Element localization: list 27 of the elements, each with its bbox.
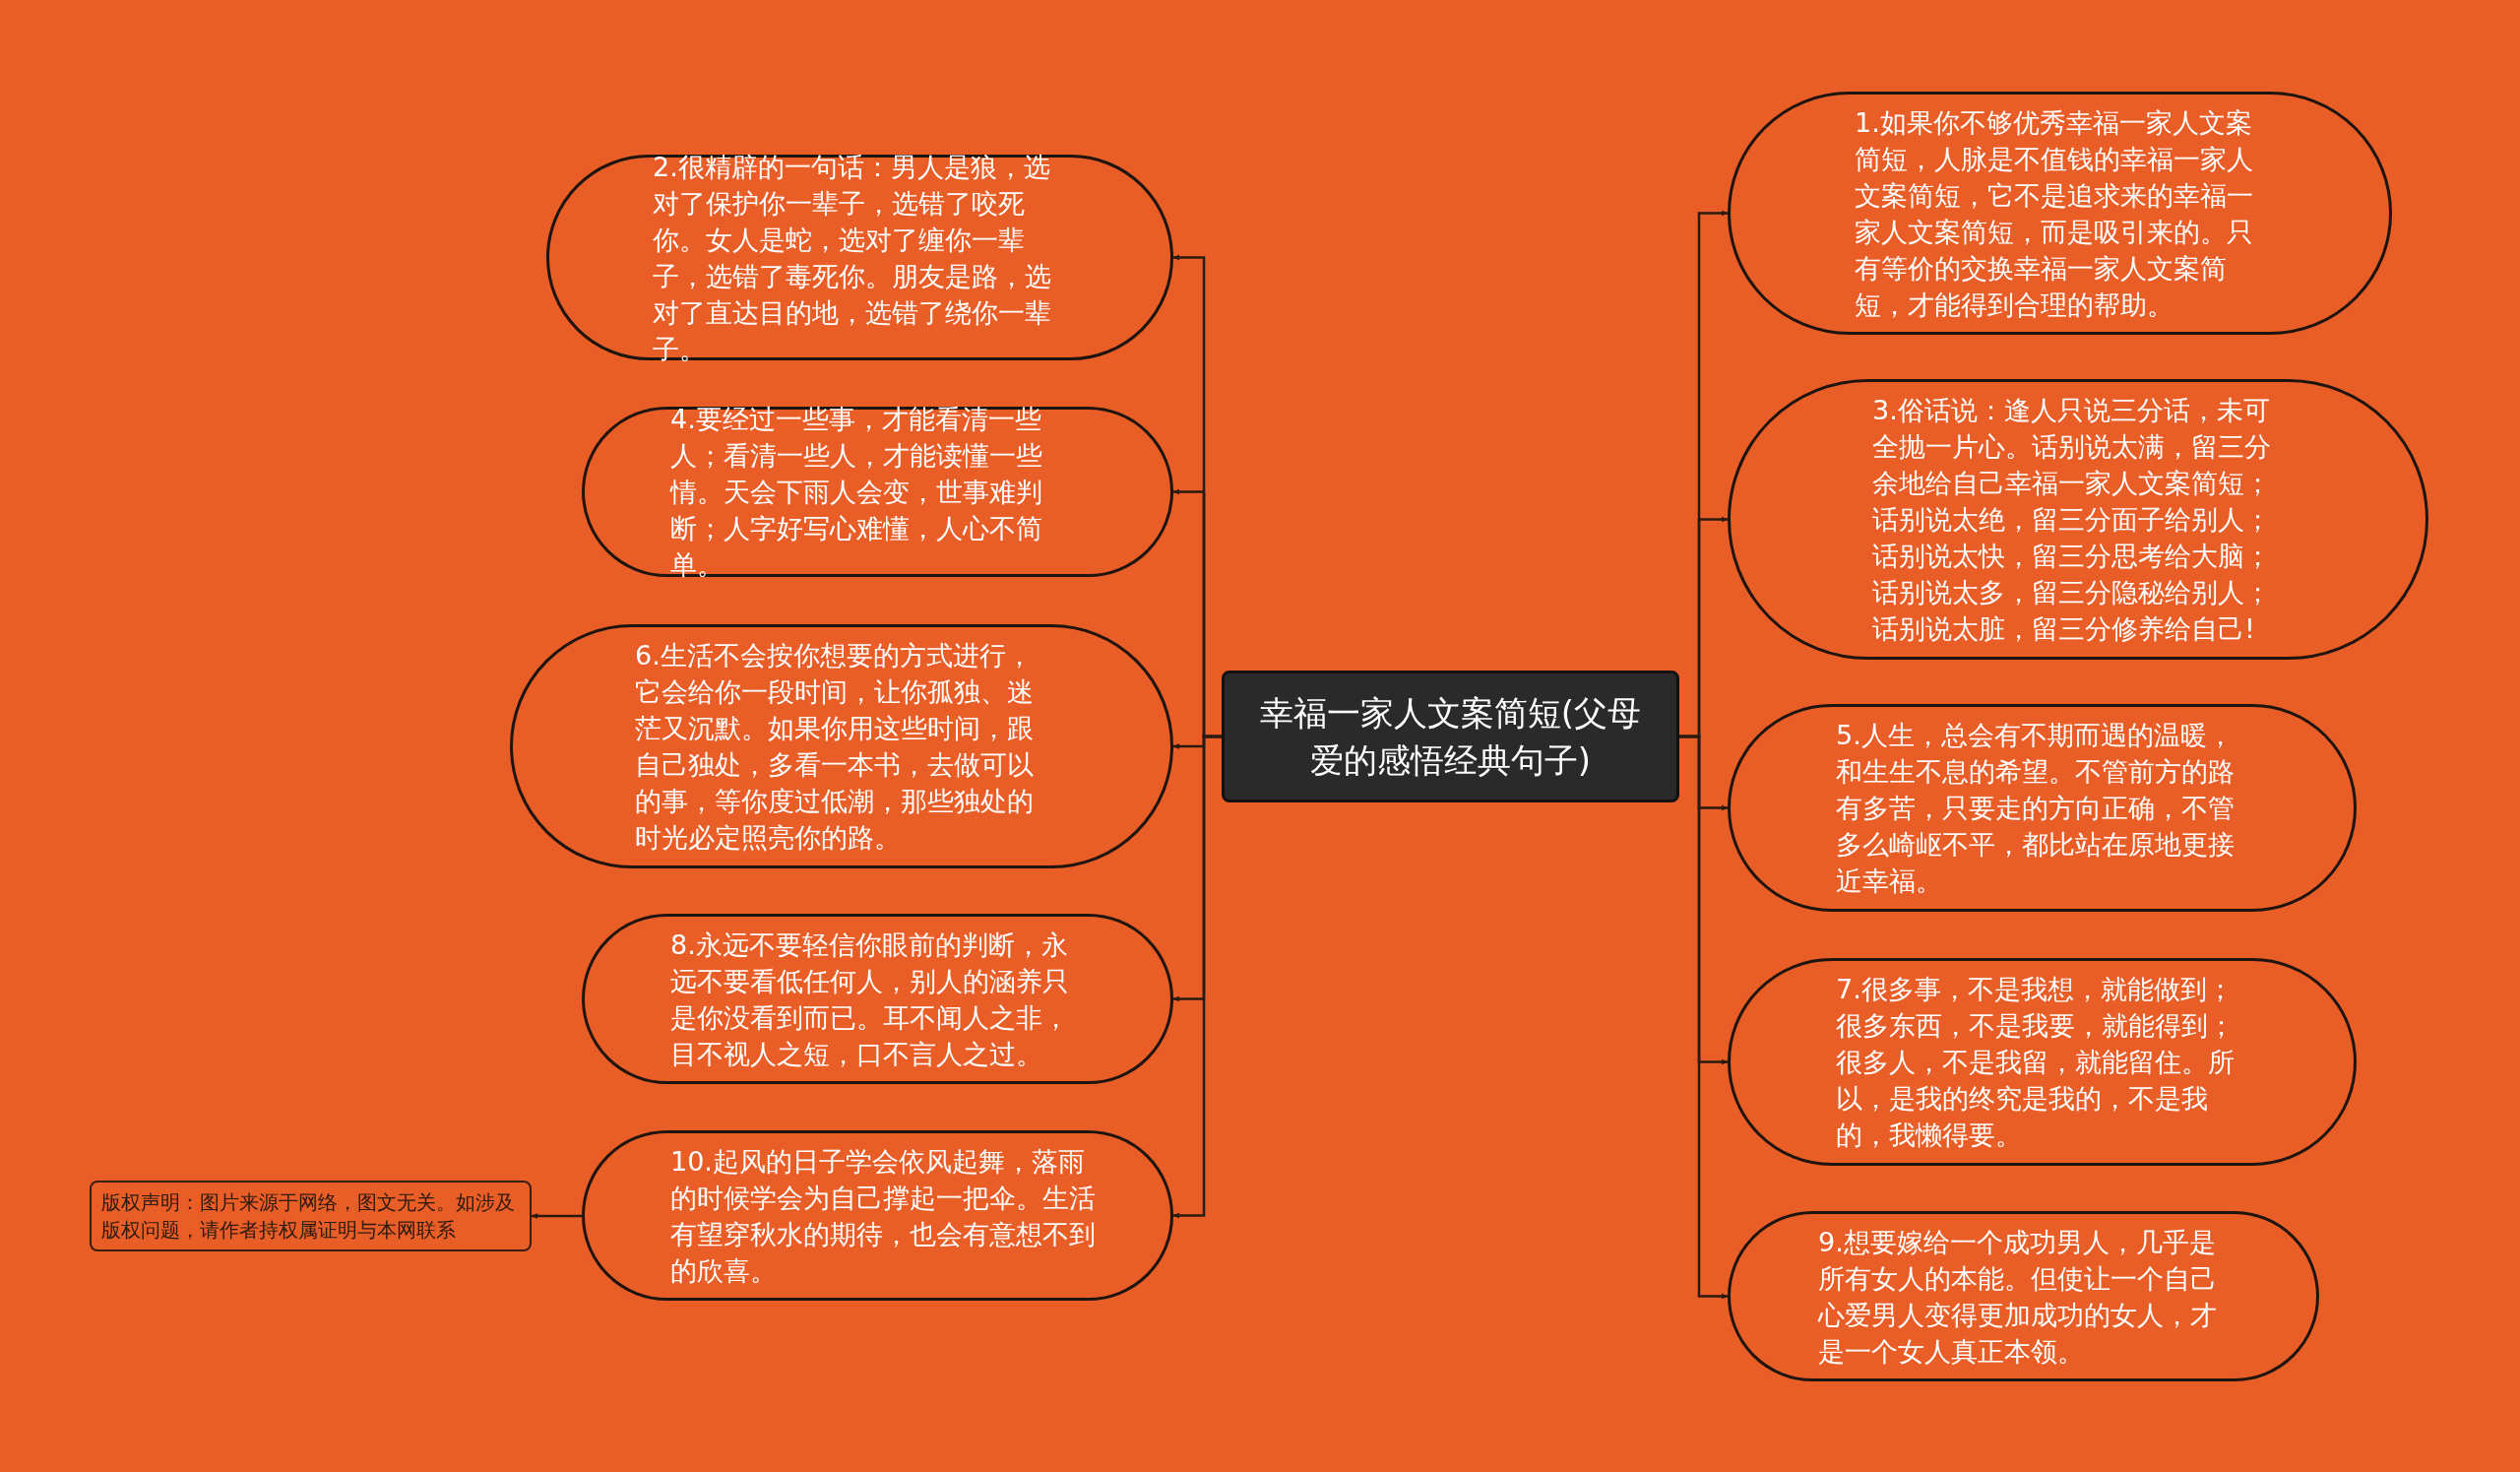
connector-arrow [1679, 735, 1729, 1300]
copyright-note-box [90, 1181, 532, 1251]
quote-text: 8.永远不要轻信你眼前的判断，永远不要看低任何人，别人的涵养只是你没看到而已。耳不闻人之非，目不视人之短，口不言人之过。 [670, 928, 1070, 1071]
quote-bubble [582, 914, 1173, 1084]
connector-arrow [531, 1213, 582, 1219]
quote-bubble [510, 624, 1173, 868]
quote-text: 10.起风的日子学会依风起舞，落雨的时候学会为自己撑起一把伞。生活有望穿秋水的期待，也会有意想不到的欣喜。 [670, 1144, 1097, 1288]
quote-bubble [582, 407, 1173, 577]
quote-text: 6.生活不会按你想要的方式进行，它会给你一段时间，让你孤独、迷茫又沉默。如果你用这些时间，跟自己独处，多看一本书，去做可以的事，等你度过低潮，那些独处的时光必定照亮你的路。 [635, 639, 1035, 855]
central-topic-box [1222, 671, 1679, 802]
connector-arrow [1172, 735, 1222, 1219]
quote-text: 5.人生，总会有不期而遇的温暖，和生生不息的希望。不管前方的路有多苦，只要走的方向正确，不管多么崎岖不平，都比站在原地更接近幸福。 [1836, 719, 2236, 898]
quote-bubble [1728, 1211, 2319, 1381]
quote-bubble [582, 1130, 1173, 1301]
quote-text: 7.很多事，不是我想，就能做到；很多东西，不是我要，就能得到；很多人，不是我留，就能留住。所以，是我的终究是我的，不是我的，我懒得要。 [1836, 973, 2236, 1152]
quote-bubble [1728, 958, 2357, 1166]
quote-bubble [546, 155, 1173, 360]
quote-text: 9.想要嫁给一个成功男人，几乎是所有女人的本能。但使让一个自己心爱男人变得更加成功的女人，才是一个女人真正本领。 [1818, 1225, 2218, 1369]
quote-bubble [1728, 92, 2392, 335]
copyright-text: 版权声明：图片来源于网络，图文无关。如涉及版权问题，请作者持权属证明与本网联系 [101, 1189, 516, 1244]
quote-bubble [1728, 379, 2428, 660]
topic-title: 幸福一家人文案简短(父母爱的感悟经典句子) [1258, 692, 1643, 782]
quote-text: 1.如果你不够优秀幸福一家人文案简短，人脉是不值钱的幸福一家人文案简短，它不是追求来的幸福一家人文案简短，而是吸引来的。只有等价的交换幸福一家人文案简短，才能得到合理的帮助。 [1855, 105, 2254, 322]
quote-text: 4.要经过一些事，才能看清一些人；看清一些人，才能读懂一些情。天会下雨人会变，世事难判断；人字好写心难懂，人心不简单。 [670, 403, 1043, 582]
quote-text: 2.很精辟的一句话：男人是狼，选对了保护你一辈子，选错了咬死你。女人是蛇，选对了缠你一辈子，选错了毒死你。朋友是路，选对了直达目的地，选错了绕你一辈子。 [653, 150, 1052, 366]
quote-text: 3.俗话说：逢人只说三分话，未可全抛一片心。话别说太满，留三分余地给自己幸福一家人文案简短；话别说太绝，留三分面子给别人；话别说太快，留三分思考给大脑；话别说太多，留三分隐秘给别人；话别说太脏，留三分修养给自己! [1872, 394, 2272, 646]
quote-bubble [1728, 704, 2357, 912]
